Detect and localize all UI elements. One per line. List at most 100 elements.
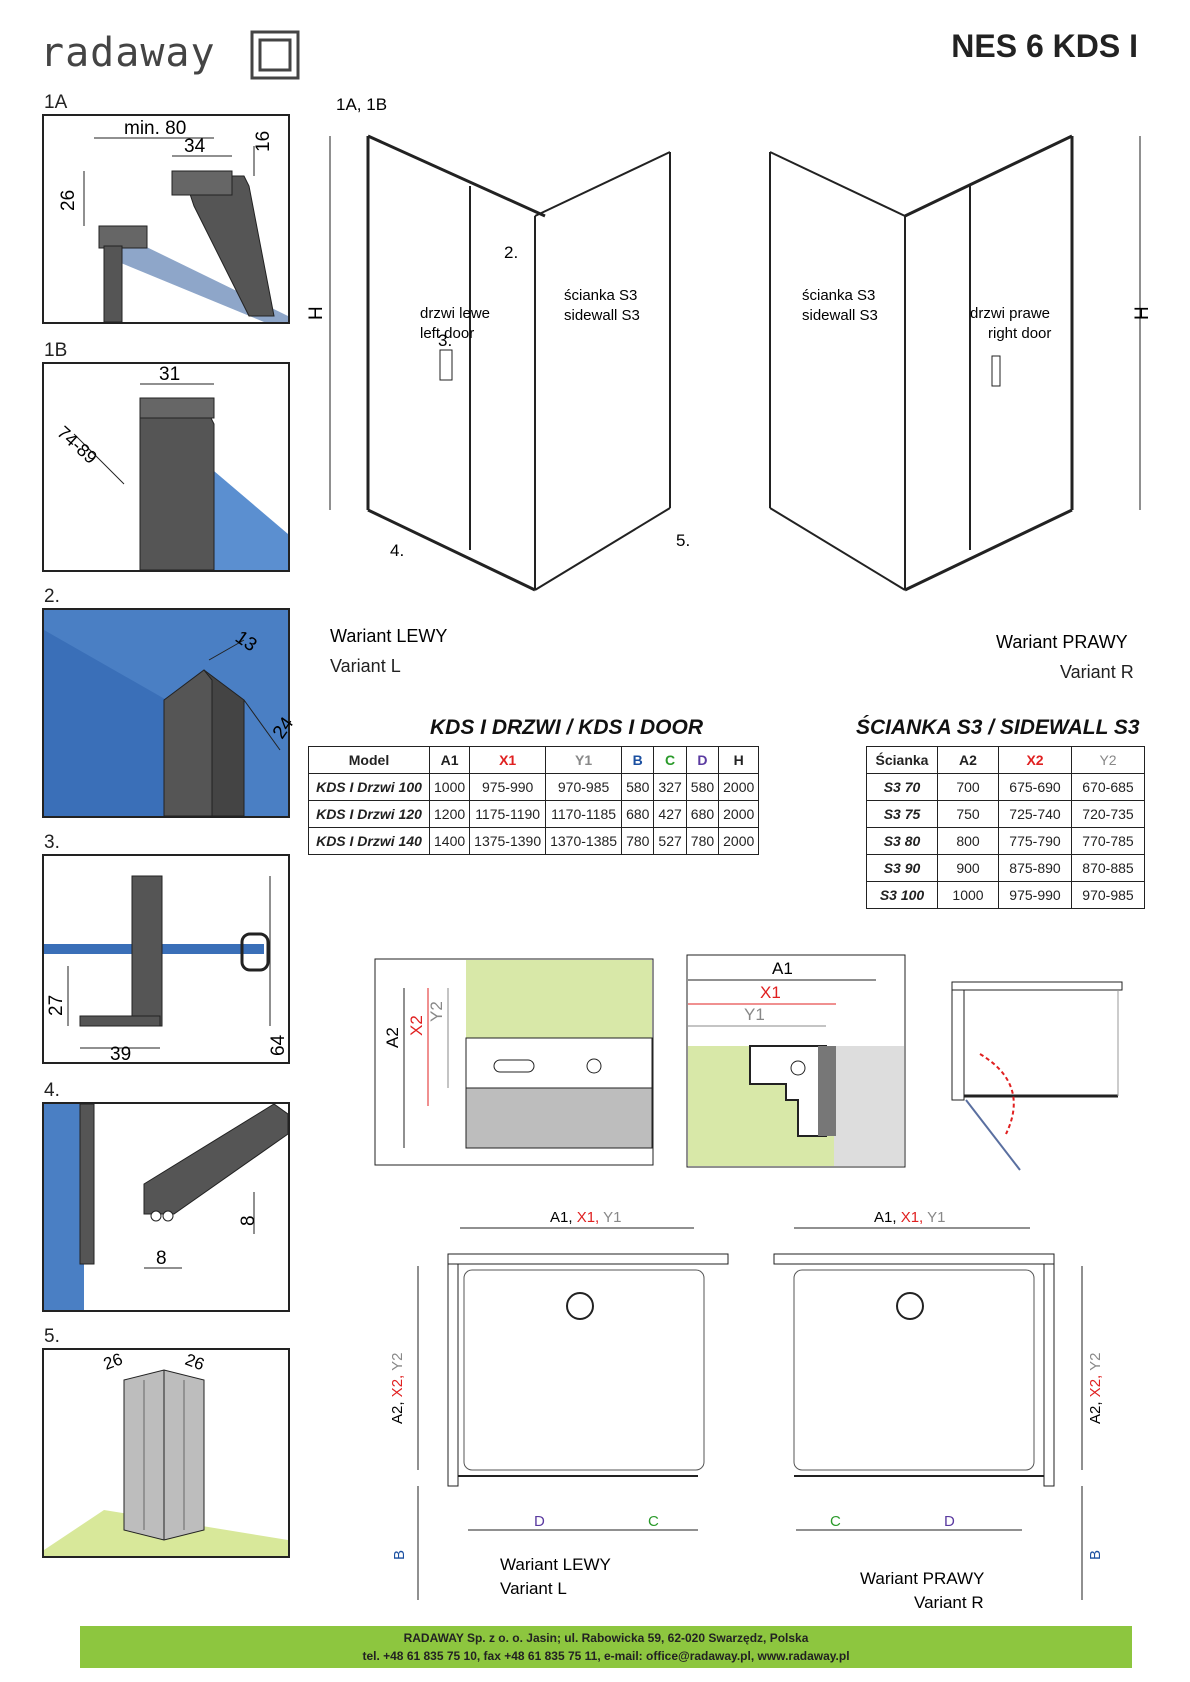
table-row: S3 70 700 675-690 670-685 — [866, 773, 1145, 801]
table-cell: 580 — [621, 773, 655, 801]
model-title: NES 6 KDS I — [951, 28, 1138, 64]
table-cell: S3 100 — [866, 881, 938, 909]
table-cell: 427 — [653, 800, 687, 828]
callout-2: 2. — [504, 243, 518, 262]
table-cell: 1400 — [428, 827, 471, 855]
wall-col-y2: Y2 — [1071, 746, 1145, 774]
left-variant-view: H 1A, 1B 2. 3. 4. 5. drzwi lewe left doo… — [306, 95, 690, 646]
right-door-label-pl: drzwi prawe — [970, 305, 1050, 322]
detail-label-4: 4. — [44, 1080, 60, 1101]
door-col-model: Model — [308, 746, 430, 774]
table-cell: 670-685 — [1071, 773, 1145, 801]
callout-1a-1b: 1A, 1B — [336, 95, 387, 114]
table-row: KDS I Drzwi 140 1400 1375-1390 1370-1385… — [308, 827, 760, 855]
plan-right-dim-x1: X1, — [901, 1209, 927, 1226]
dim-31: 31 — [159, 364, 180, 385]
wall-col-a2: A2 — [937, 746, 999, 774]
detail-label-3: 3. — [44, 832, 60, 853]
footer-contact: tel. +48 61 835 75 10, fax +48 61 835 75… — [362, 1649, 850, 1663]
wall-table: Ścianka A2 X2 Y2 S3 70 700 675-690 670-6… — [866, 746, 1145, 909]
plan-right-dim-a1: A1, — [874, 1209, 901, 1226]
detail-label-1a: 1A — [44, 92, 68, 113]
right-wall-label-en: sidewall S3 — [802, 307, 878, 324]
detail-3-drawing: 39 27 64 — [44, 875, 289, 1065]
right-door-label-en: right door — [988, 325, 1051, 342]
table-cell: 870-885 — [1071, 854, 1145, 882]
door-col-x1: X1 — [469, 746, 547, 774]
table-cell: 2000 — [718, 827, 760, 855]
table-cell: 327 — [653, 773, 687, 801]
door-table-title: KDS I DRZWI / KDS I DOOR — [430, 716, 703, 739]
plan-left-dim-x1: X1, — [577, 1209, 603, 1226]
plan-right-dim-a2: A2, — [1087, 1397, 1104, 1424]
plan-left-variant-en: Variant L — [500, 1579, 567, 1598]
dim-34: 34 — [184, 136, 206, 157]
plan-left-dim-y2: Y2 — [389, 1353, 406, 1371]
table-cell: 1200 — [428, 800, 471, 828]
plan-right-dim-y2: Y2 — [1087, 1353, 1104, 1371]
table-cell: 1375-1390 — [469, 827, 547, 855]
door-col-y1: Y1 — [545, 746, 623, 774]
wall-table-title: ŚCIANKA S3 / SIDEWALL S3 — [856, 716, 1140, 739]
plan-left-dim-a2: A2, — [389, 1397, 406, 1424]
mount-a-label-y2: Y2 — [427, 1001, 446, 1022]
door-col-b: B — [621, 746, 655, 774]
detail-label-2: 2. — [44, 586, 60, 607]
callout-4: 4. — [390, 541, 404, 560]
door-table: Model A1 X1 Y1 B C D H KDS I Drzwi 100 1… — [308, 746, 760, 855]
wall-table-header: Ścianka A2 X2 Y2 — [866, 746, 1145, 774]
footer-bar: RADAWAY Sp. z o. o. Jasin; ul. Rabowicka… — [80, 1626, 1132, 1668]
table-cell: 675-690 — [998, 773, 1072, 801]
mount-b-label-a1: A1 — [772, 959, 793, 978]
detail-5-drawing: 26 26 — [44, 1349, 288, 1556]
table-cell: KDS I Drzwi 140 — [308, 827, 430, 855]
wall-col-x2: X2 — [998, 746, 1072, 774]
table-cell: 800 — [937, 827, 999, 855]
table-cell: KDS I Drzwi 120 — [308, 800, 430, 828]
table-cell: 1000 — [428, 773, 471, 801]
plan-right-dim-y1: Y1 — [927, 1209, 945, 1226]
dim-8-height: 8 — [238, 1215, 259, 1226]
left-height-label: H — [306, 306, 327, 320]
table-cell: 1170-1185 — [545, 800, 623, 828]
door-col-c: C — [653, 746, 687, 774]
door-table-header: Model A1 X1 Y1 B C D H — [308, 746, 760, 774]
right-wall-label-pl: ścianka S3 — [802, 287, 875, 304]
dim-26: 26 — [58, 190, 79, 211]
dim-16: 16 — [253, 131, 274, 152]
plan-left-dim-y1: Y1 — [603, 1209, 621, 1226]
dim-27: 27 — [46, 995, 67, 1016]
plan-right: A1, X1, Y1 A2, X2, Y2 C D B Wariant PRAW… — [773, 1209, 1104, 1612]
plan-left-dim-x2: X2, — [389, 1371, 406, 1397]
detail-4-drawing: 8 8 — [44, 1103, 289, 1310]
swing-schematic — [951, 981, 1123, 1171]
plan-right-variant-pl: Wariant PRAWY — [860, 1569, 984, 1588]
detail-1a-drawing: min. 80 34 16 26 — [58, 118, 288, 323]
plan-right-dim-x2: X2, — [1087, 1371, 1104, 1397]
mount-b-label-y1: Y1 — [744, 1005, 765, 1024]
table-row: KDS I Drzwi 100 1000 975-990 970-985 580… — [308, 773, 760, 801]
brand-logo-text: radaway — [40, 30, 216, 76]
table-cell: 680 — [621, 800, 655, 828]
table-row: S3 80 800 775-790 770-785 — [866, 827, 1145, 855]
table-cell: 1000 — [937, 881, 999, 909]
table-cell: 780 — [685, 827, 720, 855]
table-row: KDS I Drzwi 120 1200 1175-1190 1170-1185… — [308, 800, 760, 828]
plan-left-dim-a1: A1, — [550, 1209, 577, 1226]
left-variant-pl: Wariant LEWY — [330, 626, 447, 646]
detail-1b-panel: 31 74-89 — [42, 362, 290, 572]
table-cell: 725-740 — [998, 800, 1072, 828]
dim-39: 39 — [110, 1044, 131, 1065]
table-cell: 680 — [685, 800, 720, 828]
table-cell: 700 — [937, 773, 999, 801]
table-row: S3 100 1000 975-990 970-985 — [866, 881, 1145, 909]
table-cell: 875-890 — [998, 854, 1072, 882]
table-cell: 720-735 — [1071, 800, 1145, 828]
table-cell: 775-790 — [998, 827, 1072, 855]
plan-right-variant-en: Variant R — [914, 1593, 984, 1612]
mount-a-label-x2: X2 — [407, 1015, 426, 1036]
mount-a-label-a2: A2 — [383, 1027, 402, 1048]
footer-address: RADAWAY Sp. z o. o. Jasin; ul. Rabowicka… — [403, 1631, 809, 1645]
dim-26-right: 26 — [183, 1350, 207, 1374]
table-cell: 770-785 — [1071, 827, 1145, 855]
